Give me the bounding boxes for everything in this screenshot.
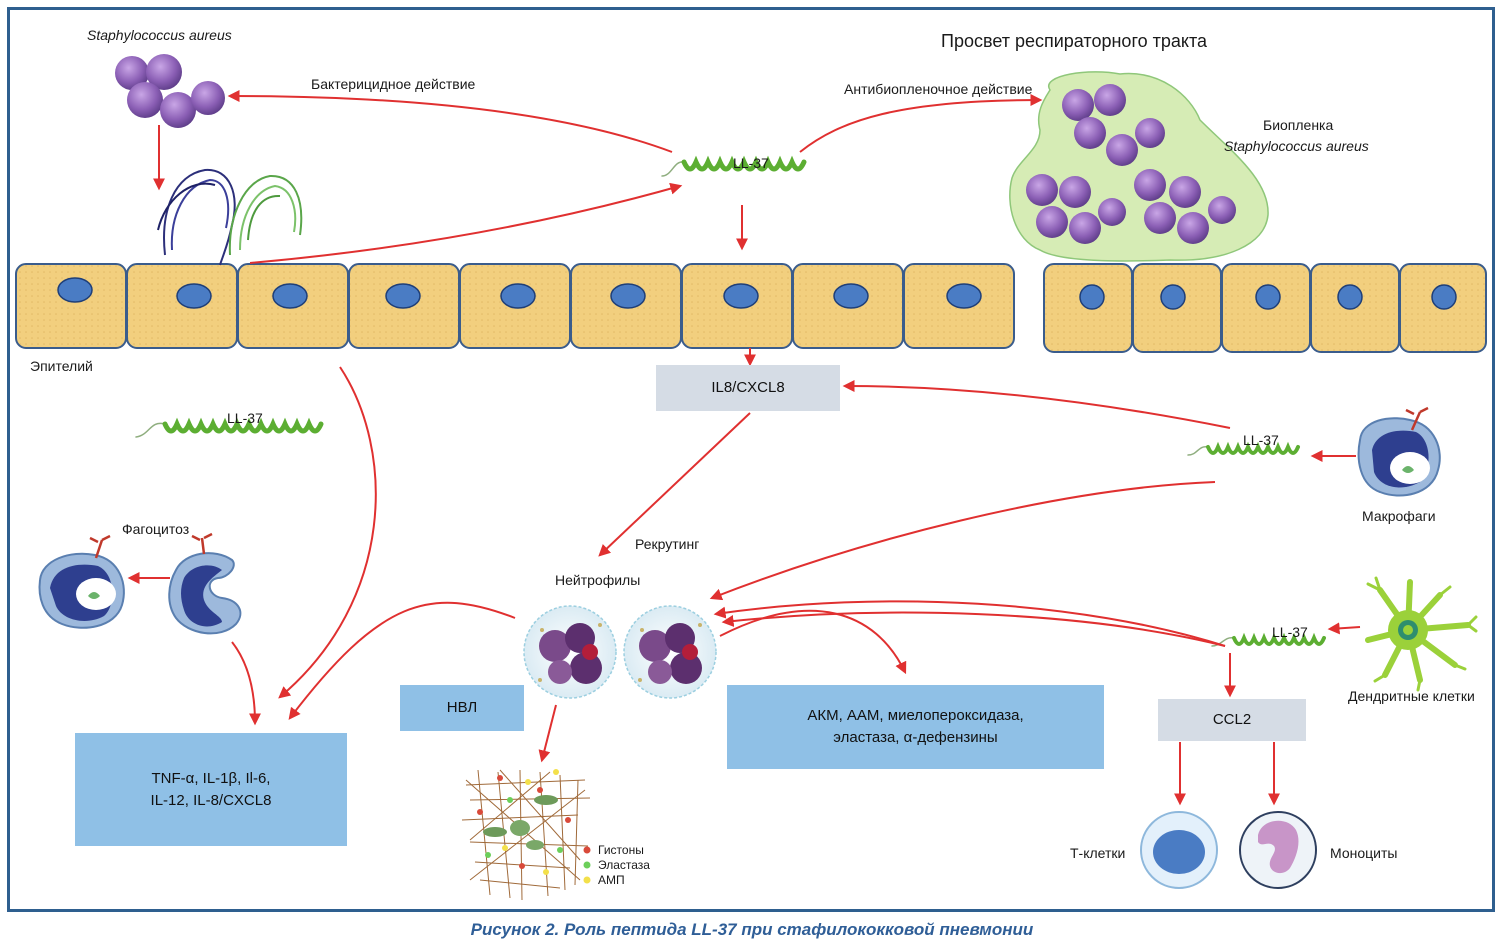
antibiofilm-label: Антибиопленочное действие [844,81,1033,97]
nvl-text: НВЛ [446,699,478,717]
recruiting-label: Рекрутинг [635,536,700,552]
dendritic-cells-label: Дендритные клетки [1348,688,1475,704]
ll37-peptide-dendritic-icon [1211,632,1326,647]
neutrophil-extracellular-trap-icon [461,769,591,901]
monocytes-label: Моноциты [1330,845,1398,861]
epithelial-cell [903,263,1015,349]
legend-elastase-label: Эластаза [598,858,650,872]
macrophage-icon [1357,406,1441,497]
legend-amp-dot [583,876,591,884]
ccl2-box: CCL2 [1158,699,1306,741]
phagocyte-engulfing-icon [168,532,242,635]
epithelial-cell [126,263,238,349]
legend-amp-label: АМП [598,873,625,887]
nvl-box: НВЛ [400,685,524,731]
epithelial-cell [1221,263,1311,353]
dendritic-cell-icon [1365,576,1478,692]
il8-cxcl8-box: IL8/CXCL8 [656,365,840,411]
epithelial-cell [681,263,793,349]
biofilm-label-line2: Staphylococcus aureus [1224,138,1369,154]
ll37-top-label: LL-37 [733,155,769,171]
neutrophils-label: Нейтрофилы [555,572,641,588]
legend-histones-dot [583,846,591,854]
receptor-protein-structure-icon [157,168,303,266]
cytokines-box: TNF-α, IL-1β, Il-6, IL-12, IL-8/CXCL8 [75,733,347,846]
bactericidal-label: Бактерицидное действие [311,76,476,92]
epithelial-cell [1310,263,1400,353]
epithelium-label: Эпителий [30,358,93,374]
epithelial-cell [1132,263,1222,353]
arrows [127,90,1361,806]
ll37-peptide-macrophage-icon [1187,441,1300,456]
cytokines-text-line2: IL-12, IL-8/CXCL8 [150,791,272,809]
biofilm-icon [1009,71,1269,262]
figure-frame [7,7,1495,912]
epithelial-cell [348,263,460,349]
neutrophil-right-icon [623,605,717,699]
epithelial-cell [15,263,127,349]
staph-aureus-label: Staphylococcus aureus [87,27,232,43]
monocyte-icon [1239,811,1317,889]
macrophages-label: Макрофаги [1362,508,1436,524]
ll37-macrophage-label: LL-37 [1243,432,1279,448]
enzymes-box: АКМ, ААМ, миелопероксидаза, эластаза, α-… [727,685,1104,769]
t-cells-label: Т-клетки [1070,845,1126,861]
enzymes-text-line2: эластаза, α-дефензины [833,729,998,746]
neutrophil-left-icon [523,605,617,699]
biofilm-label-line1: Биопленка [1263,117,1334,133]
epithelium-layer [15,263,1487,353]
ll37-peptide-left-icon [135,417,324,438]
staph-aureus-cluster-icon [115,54,225,128]
epithelial-cell [1043,263,1133,353]
ll37-dendritic-label: LL-37 [1272,624,1308,640]
phagocyte-engulfed-icon [38,534,125,629]
legend-histones-label: Гистоны [598,843,644,857]
ccl2-text: CCL2 [1212,711,1252,729]
il8-cxcl8-text: IL8/CXCL8 [711,379,785,397]
ll37-peptide-top-icon [661,155,807,177]
enzymes-text-line1: АКМ, ААМ, миелопероксидаза, [807,707,1024,725]
epithelial-cell [792,263,904,349]
epithelial-cell [237,263,349,349]
t-cell-icon [1140,811,1218,889]
epithelial-cell [570,263,682,349]
legend-elastase-dot [583,861,591,869]
ll37-left-label: LL-37 [227,410,263,426]
cytokines-text-line1: TNF-α, IL-1β, Il-6, [151,769,271,787]
phagocytosis-label: Фагоцитоз [122,521,190,537]
figure-caption: Рисунок 2. Роль пептида LL-37 при стафил… [470,920,1034,939]
epithelial-cell [1399,263,1487,353]
lumen-label: Просвет респираторного тракта [941,31,1208,51]
epithelial-cell [459,263,571,349]
